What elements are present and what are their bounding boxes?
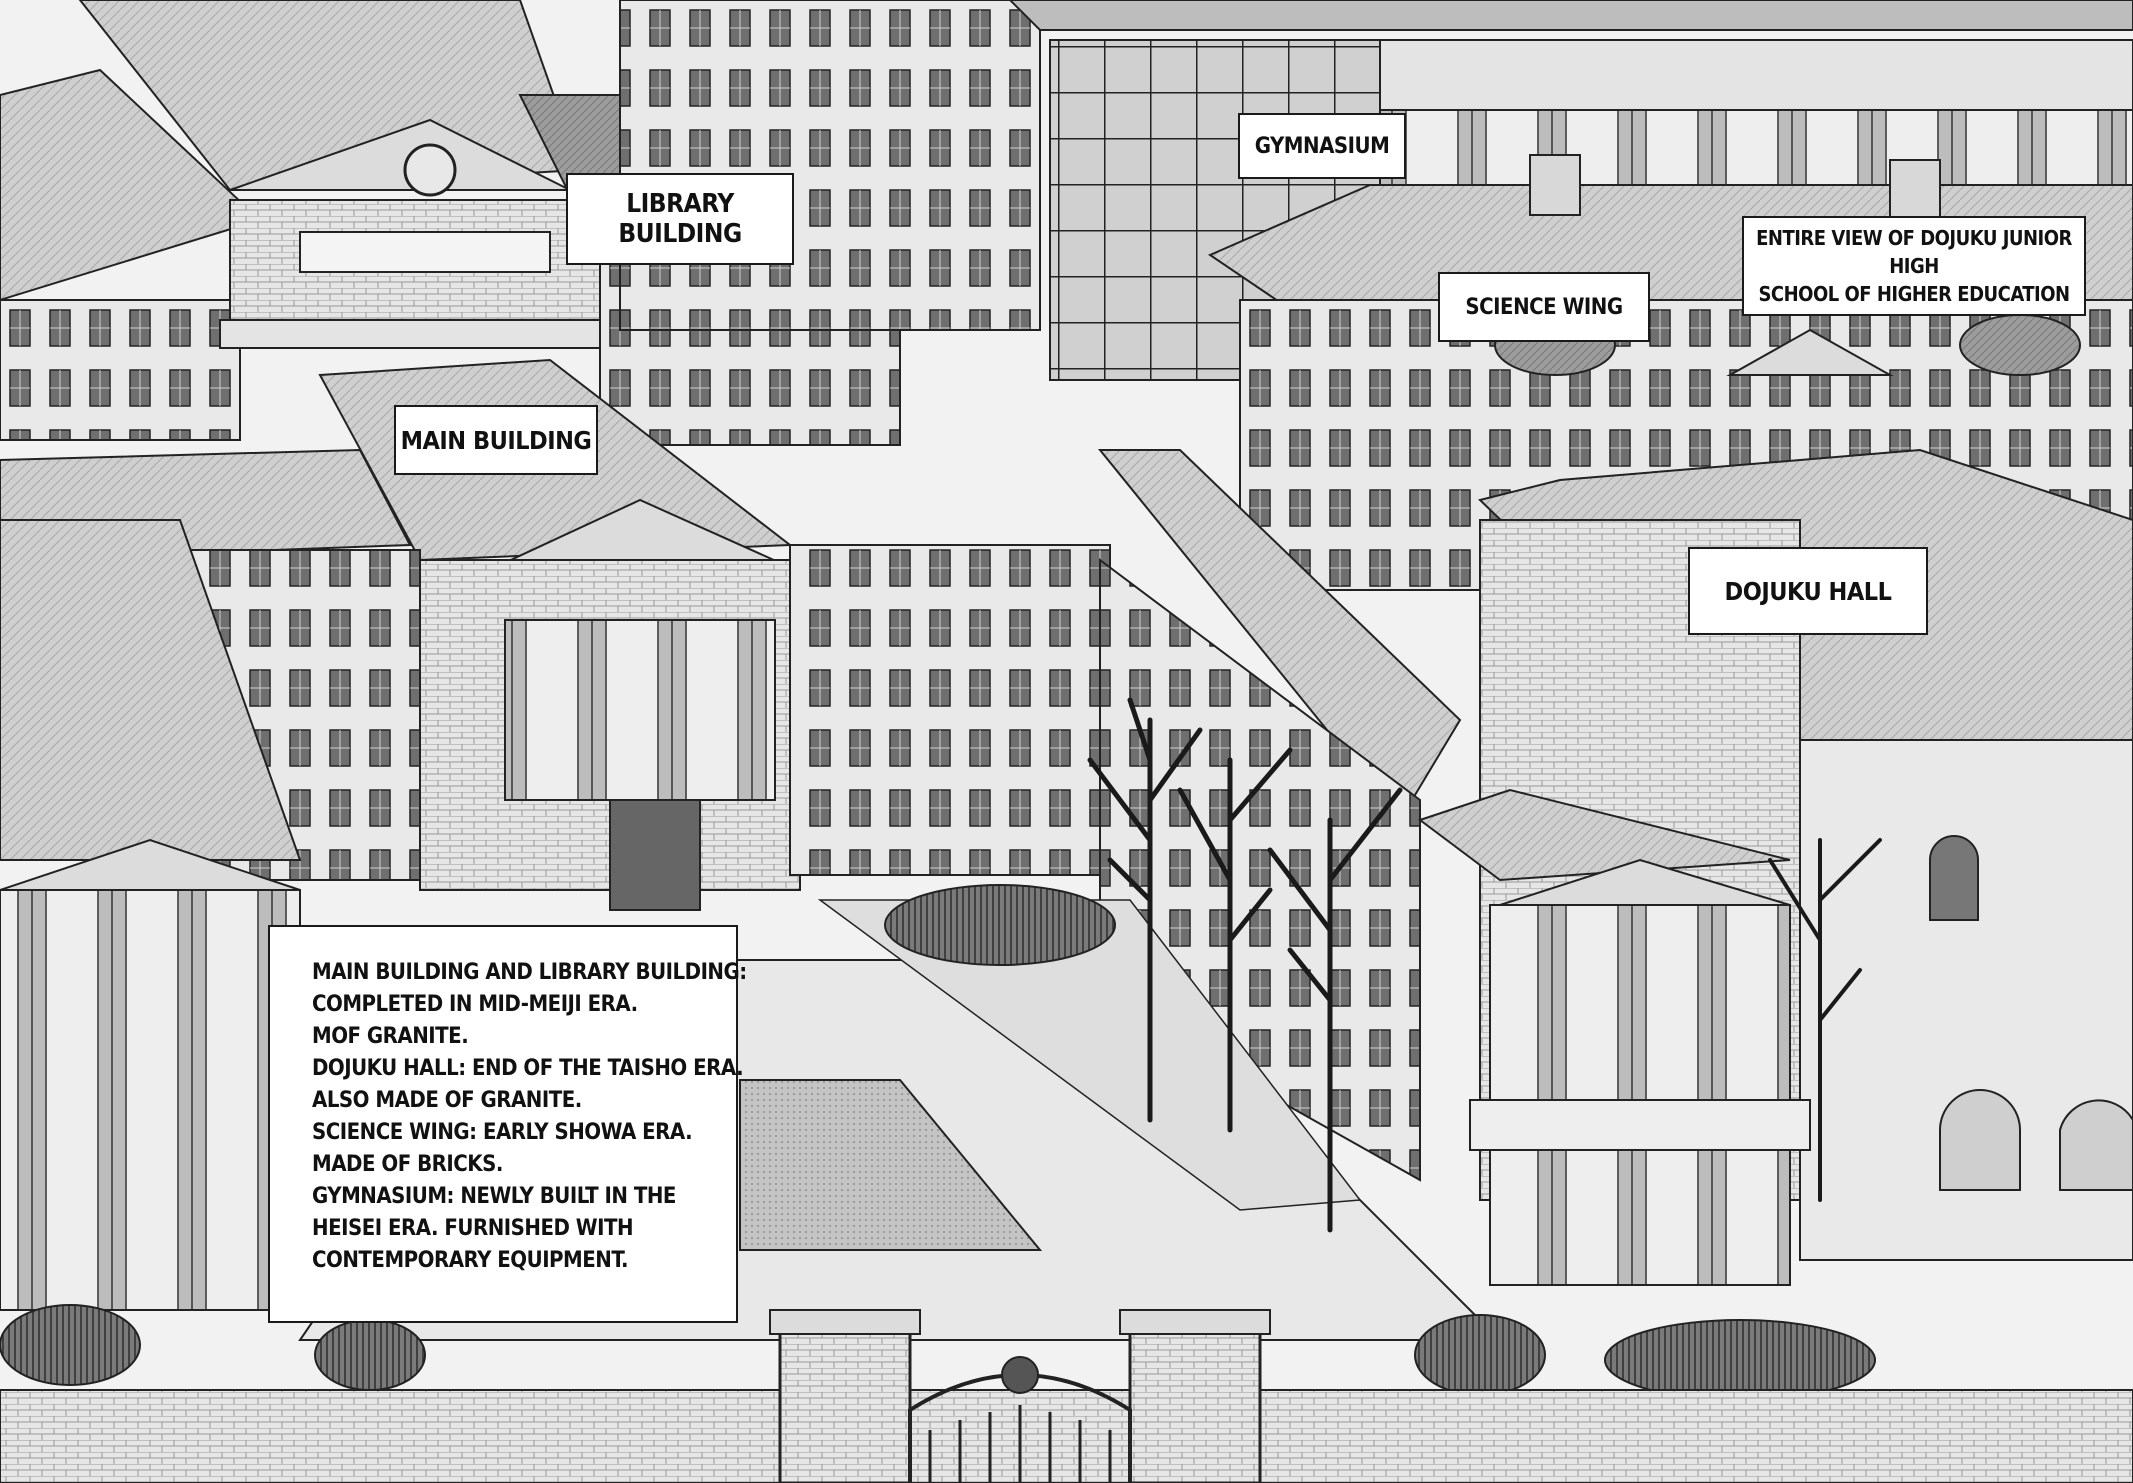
- info-line: DOJUKU HALL: END OF THE TAISHO ERA.: [312, 1056, 744, 1081]
- entire-view-line-1: ENTIRE VIEW OF DOJUKU JUNIOR HIGH: [1756, 226, 2072, 278]
- main-building-caption: MAIN BUILDING: [394, 405, 598, 475]
- info-line: MADE OF BRICKS.: [312, 1152, 503, 1177]
- info-line: ALSO MADE OF GRANITE.: [312, 1088, 582, 1113]
- info-line: HEISEI ERA. FURNISHED WITH: [312, 1216, 634, 1241]
- entire-view-line-2: SCHOOL OF HIGHER EDUCATION: [1758, 282, 2070, 306]
- science-wing-label: SCIENCE WING: [1465, 294, 1623, 320]
- library-building-caption: LIBRARY BUILDING: [566, 173, 794, 265]
- info-line: MOF GRANITE.: [312, 1024, 469, 1049]
- dojuku-hall-label: DOJUKU HALL: [1724, 576, 1892, 606]
- science-wing-caption: SCIENCE WING: [1438, 272, 1650, 342]
- gymnasium-label: GYMNASIUM: [1254, 133, 1390, 159]
- gymnasium-caption: GYMNASIUM: [1238, 113, 1406, 179]
- library-building-label: LIBRARY BUILDING: [618, 189, 742, 249]
- dojuku-hall-caption: DOJUKU HALL: [1688, 547, 1928, 635]
- entire-view-caption: ENTIRE VIEW OF DOJUKU JUNIOR HIGH SCHOOL…: [1742, 216, 2086, 316]
- info-line: CONTEMPORARY EQUIPMENT.: [312, 1248, 629, 1273]
- info-line: GYMNASIUM: NEWLY BUILT IN THE: [312, 1184, 676, 1209]
- building-info-text: MAIN BUILDING AND LIBRARY BUILDING: COMP…: [312, 957, 747, 1277]
- info-line: SCIENCE WING: EARLY SHOWA ERA.: [312, 1120, 693, 1145]
- info-line: MAIN BUILDING AND LIBRARY BUILDING:: [312, 960, 747, 985]
- info-line: COMPLETED IN MID-MEIJI ERA.: [312, 992, 638, 1017]
- main-building-label: MAIN BUILDING: [400, 425, 592, 455]
- building-info-box: MAIN BUILDING AND LIBRARY BUILDING: COMP…: [268, 925, 747, 1323]
